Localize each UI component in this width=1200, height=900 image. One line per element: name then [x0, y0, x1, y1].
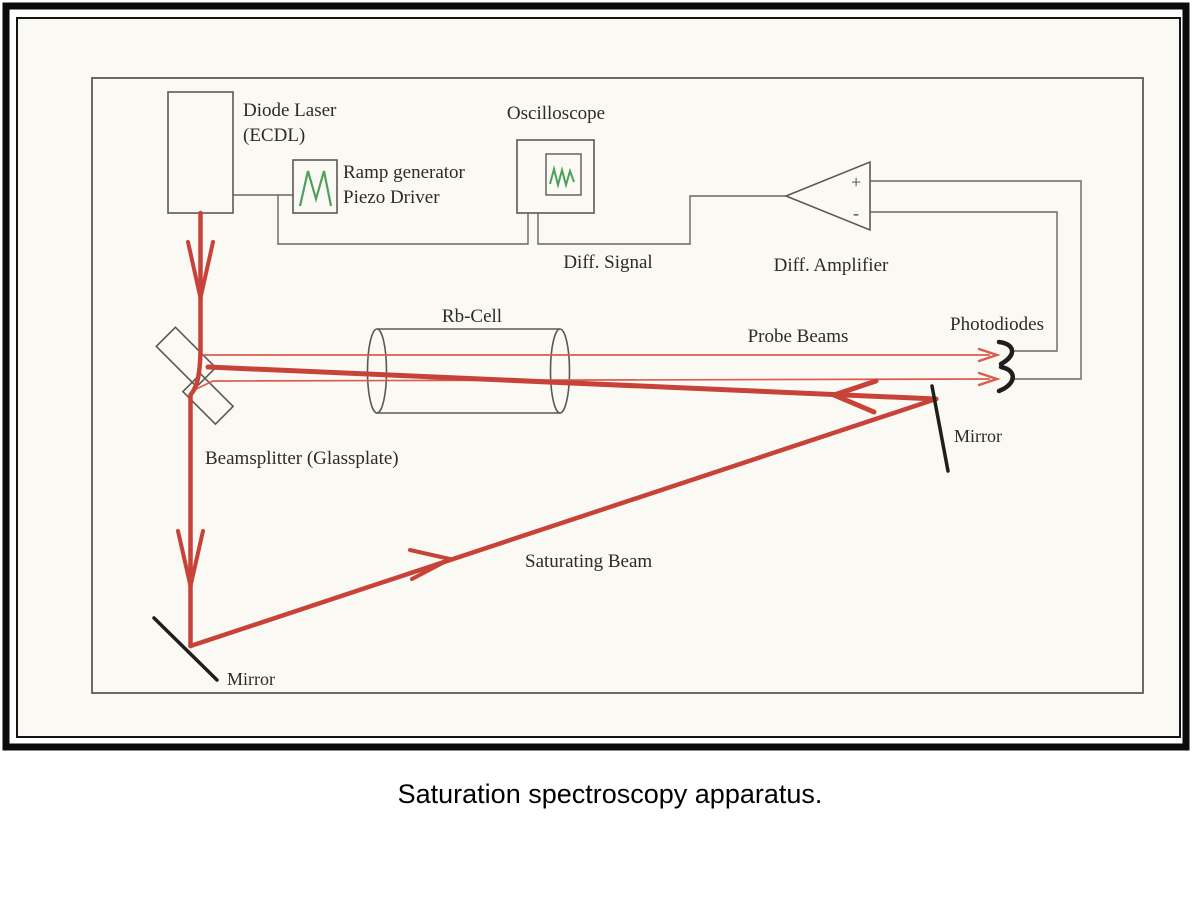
inner-frame-border	[16, 17, 1181, 738]
arrow-saturating	[408, 548, 456, 581]
amp-plus-sign: +	[851, 172, 861, 192]
wire-amp-plus-to-photodiode	[870, 180, 1082, 380]
oscilloscope-screen	[545, 153, 582, 196]
wire-scope-to-amplifier	[537, 195, 786, 245]
oscilloscope-box	[516, 139, 595, 214]
ramp-waveform-icon	[298, 170, 333, 207]
beamsplitter-plate-front	[155, 326, 217, 388]
label-piezo-driver: Piezo Driver	[343, 187, 440, 208]
ramp-generator-box	[292, 159, 338, 214]
label-ramp-generator: Ramp generator	[343, 162, 466, 183]
signal-wires	[233, 180, 1082, 380]
mirrors	[152, 384, 950, 682]
label-saturating-beam: Saturating Beam	[525, 551, 652, 572]
beam-return-through-cell	[205, 364, 939, 402]
laser-beam-path	[176, 210, 939, 649]
probe-beam-lower	[191, 378, 991, 392]
label-diff-signal: Diff. Signal	[563, 252, 652, 273]
photodiode-lower	[996, 364, 1015, 394]
probe-arrowhead-lower	[977, 371, 1001, 387]
figure-caption: Saturation spectroscopy apparatus.	[397, 779, 823, 809]
label-ecdl: (ECDL)	[243, 125, 305, 146]
rb-cell-left-window	[366, 328, 388, 414]
beamsplitter-plates	[155, 326, 235, 426]
label-diode-laser: Diode Laser	[243, 100, 337, 121]
diff-amplifier-triangle	[783, 160, 871, 232]
wire-ramp-to-scope	[277, 195, 529, 245]
label-mirror-bottom: Mirror	[227, 669, 275, 689]
oscilloscope-trace-icon	[549, 165, 575, 189]
beamsplitter-plate-back	[181, 372, 235, 426]
wire-amp-minus-to-photodiode	[870, 211, 1058, 352]
arrow-return-left	[826, 378, 879, 415]
diagram-boundary	[91, 77, 1144, 694]
probe-beam-lines	[191, 354, 991, 392]
mirror-bottom-left	[152, 616, 219, 682]
photodiode-upper	[996, 339, 1015, 367]
mirror-right	[930, 384, 950, 473]
label-probe-beams: Probe Beams	[748, 326, 849, 347]
label-oscilloscope: Oscilloscope	[507, 103, 605, 124]
label-rb-cell: Rb-Cell	[442, 306, 502, 327]
probe-beam-arrowheads	[977, 347, 1001, 387]
label-mirror-right: Mirror	[954, 426, 1002, 446]
label-diff-amplifier: Diff. Amplifier	[774, 255, 889, 276]
arrow-down-upper	[186, 240, 215, 299]
probe-arrowhead-upper	[977, 347, 1001, 363]
beam-saturating-up	[188, 396, 939, 649]
rb-cell-right-window	[549, 328, 571, 414]
amp-minus-sign: -	[853, 203, 859, 223]
rb-cell	[366, 328, 571, 414]
label-photodiodes: Photodiodes	[950, 314, 1044, 335]
arrow-down-lower	[176, 529, 205, 587]
label-beamsplitter: Beamsplitter (Glassplate)	[205, 448, 399, 469]
photodiode-pair	[996, 339, 1015, 394]
beam-laser-down	[188, 210, 203, 649]
